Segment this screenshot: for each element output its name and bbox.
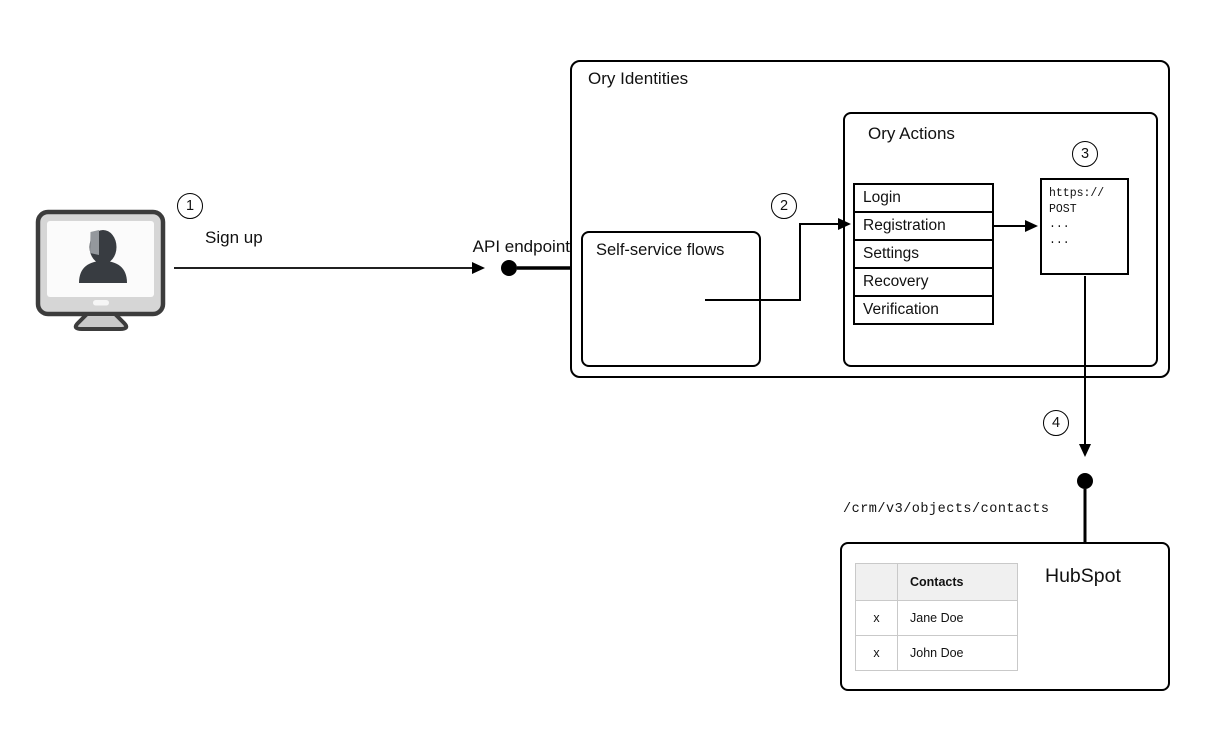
hubspot-endpoint-label: /crm/v3/objects/contacts (843, 502, 1050, 517)
contact-checkbox-cell: x (855, 635, 898, 671)
contacts-table: Contacts x Jane Doe x John Doe (855, 563, 1018, 671)
contact-name-cell: John Doe (897, 635, 1018, 671)
flow-row-verification: Verification (853, 295, 994, 325)
hubspot-endpoint-dot (1077, 473, 1093, 489)
step-2-badge: 2 (771, 193, 797, 219)
flow-row-recovery: Recovery (853, 267, 994, 297)
flow-list: Login Registration Settings Recovery Ver… (853, 183, 994, 325)
contact-checkbox-cell: x (855, 600, 898, 636)
code-line-method: POST (1049, 202, 1077, 216)
ory-identities-title: Ory Identities (588, 69, 689, 88)
code-line-ellipsis-1: ... (1049, 218, 1070, 231)
flow-row-settings: Settings (853, 239, 994, 269)
step-1-number: 1 (185, 198, 195, 214)
webhook-code-box: https:// POST ... ... (1040, 178, 1129, 275)
hubspot-box (840, 542, 1170, 691)
sign-up-label: Sign up (205, 228, 263, 247)
code-line-ellipsis-2: ... (1049, 233, 1070, 247)
api-endpoint-dot (501, 260, 517, 276)
user-computer-icon (35, 209, 166, 331)
api-endpoint-label: API endpoint (472, 237, 570, 256)
flow-row-login: Login (853, 183, 994, 213)
code-line-url: https:// (1049, 187, 1105, 200)
contact-name-cell: Jane Doe (897, 600, 1018, 636)
ory-identities-box (570, 60, 1170, 378)
ory-actions-box (843, 112, 1158, 367)
person-silhouette (79, 230, 127, 283)
contacts-table-header-row: Contacts (855, 563, 1018, 601)
flow-row-registration: Registration (853, 211, 994, 241)
contacts-header-blank (855, 563, 898, 601)
step-3-badge: 3 (1072, 141, 1098, 167)
step-1-badge: 1 (177, 193, 203, 219)
contacts-table-row: x John Doe (855, 635, 1018, 671)
step-4-badge: 4 (1043, 410, 1069, 436)
step-3-number: 3 (1080, 146, 1090, 162)
contacts-table-row: x Jane Doe (855, 600, 1018, 636)
contacts-header-title: Contacts (897, 563, 1018, 601)
hubspot-title: HubSpot (1045, 565, 1121, 587)
arrow-selfservice-to-registration (705, 218, 851, 301)
self-service-flows-title: Self-service flows (596, 241, 725, 259)
step-4-number: 4 (1051, 415, 1061, 431)
ory-actions-title: Ory Actions (868, 124, 955, 143)
self-service-flows-box (581, 231, 761, 367)
step-2-number: 2 (779, 198, 789, 214)
